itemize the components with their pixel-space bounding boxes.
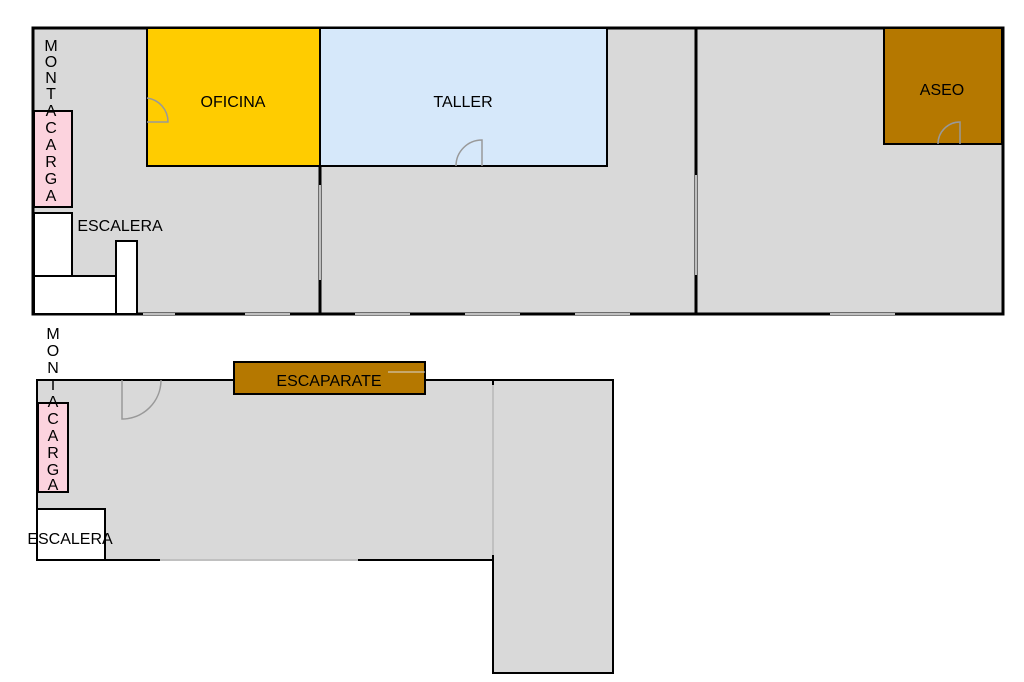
montacarga-upper-letter: C [45,120,57,137]
upper-floor: OFICINA TALLER ASEO M O N T A C A R G A [31,26,1005,316]
lower-floor: ESCAPARATE M O N T A C A R G A ESCALERA [27,326,614,674]
oficina-room [146,27,321,167]
montacarga-lower-letter: A [48,477,59,494]
montacarga-upper-letter: A [46,137,57,154]
escalera-upper-block-c [115,240,138,315]
montacarga-upper-label: M O N T A C A R G A [44,38,57,205]
escalera-upper-block-a [33,212,73,277]
escalera-upper-label: ESCALERA [77,218,163,235]
montacarga-lower-letter: M [46,326,59,343]
taller-label: TALLER [433,94,492,111]
oficina-label: OFICINA [201,94,266,111]
montacarga-lower-letter: O [47,343,59,360]
montacarga-lower-letter: R [47,445,59,462]
montacarga-lower [37,402,69,493]
montacarga-lower-letter: A [48,428,59,445]
montacarga-upper-letter: R [45,154,57,171]
aseo-label: ASEO [920,82,964,99]
lower-corridor [492,379,614,674]
montacarga-lower-letter: G [47,462,59,479]
montacarga-upper-letter: N [45,70,57,87]
montacarga-lower-letter: T [48,377,58,394]
oficina-door-icon [146,97,169,123]
escalera-lower [36,508,106,561]
montacarga-upper-letter: T [46,86,56,103]
aseo-door-icon [937,121,961,145]
montacarga-upper-letter: O [45,54,57,71]
montacarga-lower-label: M O N T A C A R G A [46,326,59,494]
montacarga-lower-letter: N [47,360,59,377]
montacarga-upper-letter: A [46,188,57,205]
escaparate-room [233,361,426,395]
montacarga-lower-letter: A [48,394,59,411]
montacarga-upper-letter: M [44,38,57,55]
montacarga-lower-letter: C [47,411,59,428]
escaparate-label: ESCAPARATE [276,373,381,390]
lower-door-icon [121,379,162,420]
aseo-room [883,27,1003,145]
montacarga-upper-letter: G [45,171,57,188]
taller-door-icon [455,139,483,167]
escalera-upper-block-b [33,275,117,315]
montacarga-upper-letter: A [46,103,57,120]
montacarga-upper [33,110,73,208]
escalera-lower-label: ESCALERA [27,531,113,548]
escalera-upper [33,212,138,315]
taller-room [319,27,608,167]
